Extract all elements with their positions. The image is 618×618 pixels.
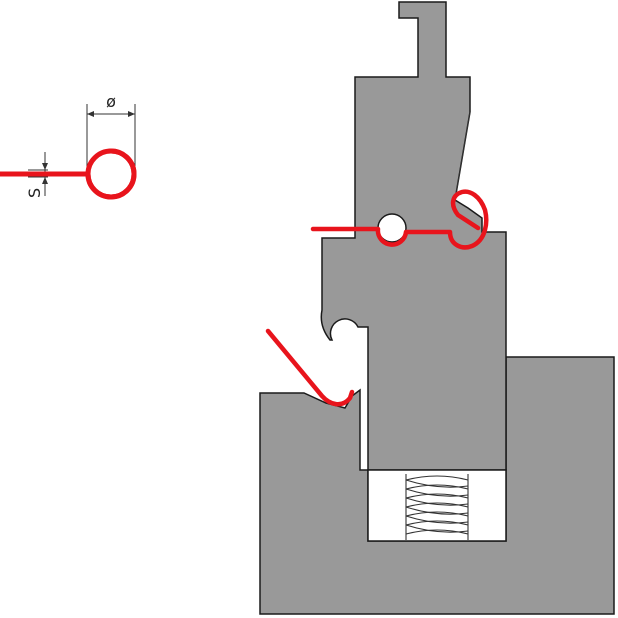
diameter-arrow-right bbox=[128, 111, 135, 117]
thickness-arrow-top bbox=[42, 163, 48, 170]
bend-sheet bbox=[265, 328, 355, 407]
diameter-label: ø bbox=[106, 92, 116, 111]
curl-detail: ø S bbox=[0, 92, 137, 200]
spring-pocket bbox=[367, 469, 507, 542]
spring-cavity bbox=[367, 469, 507, 542]
thickness-arrow-bottom bbox=[42, 177, 48, 184]
punch-edge-line bbox=[454, 111, 471, 201]
curl-loop bbox=[85, 148, 137, 200]
hem-sheet bbox=[310, 189, 489, 250]
curl-sheet bbox=[0, 148, 137, 200]
workpiece-bend bbox=[265, 328, 355, 407]
spring-coil bbox=[405, 474, 469, 540]
thickness-label: S bbox=[25, 188, 44, 198]
diameter-arrow-left bbox=[87, 111, 94, 117]
workpiece-hem bbox=[310, 189, 489, 250]
